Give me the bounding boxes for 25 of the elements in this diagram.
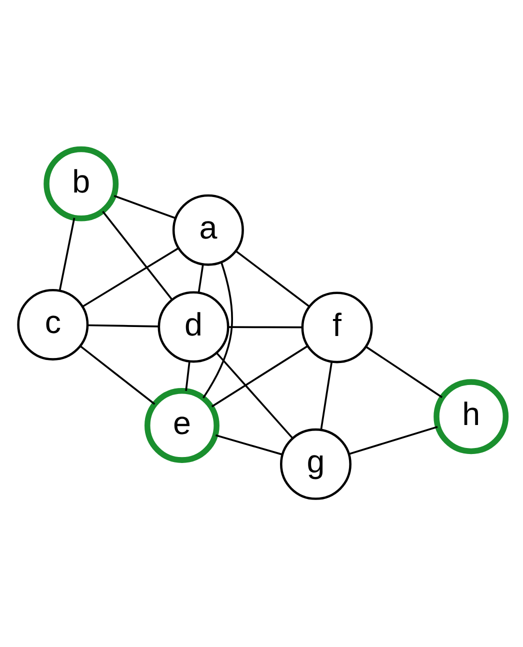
node-circle: d bbox=[157, 290, 229, 362]
node-circle: e bbox=[144, 387, 219, 462]
node-circle: h bbox=[433, 378, 508, 454]
connector bbox=[214, 434, 282, 455]
connector bbox=[210, 345, 308, 407]
node-circle: b bbox=[43, 146, 118, 221]
connector bbox=[58, 217, 75, 290]
node-circle: g bbox=[280, 428, 351, 500]
connector bbox=[102, 210, 172, 300]
connector bbox=[228, 326, 302, 328]
connector bbox=[348, 426, 438, 454]
connector bbox=[320, 361, 332, 429]
connector bbox=[82, 247, 178, 307]
node-circle: f bbox=[300, 291, 372, 363]
connector bbox=[79, 344, 155, 404]
connector bbox=[113, 194, 176, 219]
connector bbox=[202, 262, 232, 398]
node-circle: c bbox=[16, 288, 88, 360]
connector bbox=[216, 352, 292, 438]
connector bbox=[184, 360, 190, 390]
node-circle: a bbox=[172, 194, 244, 266]
connector bbox=[235, 250, 310, 307]
connector bbox=[365, 346, 442, 398]
connector bbox=[87, 324, 158, 327]
connector bbox=[197, 264, 204, 292]
